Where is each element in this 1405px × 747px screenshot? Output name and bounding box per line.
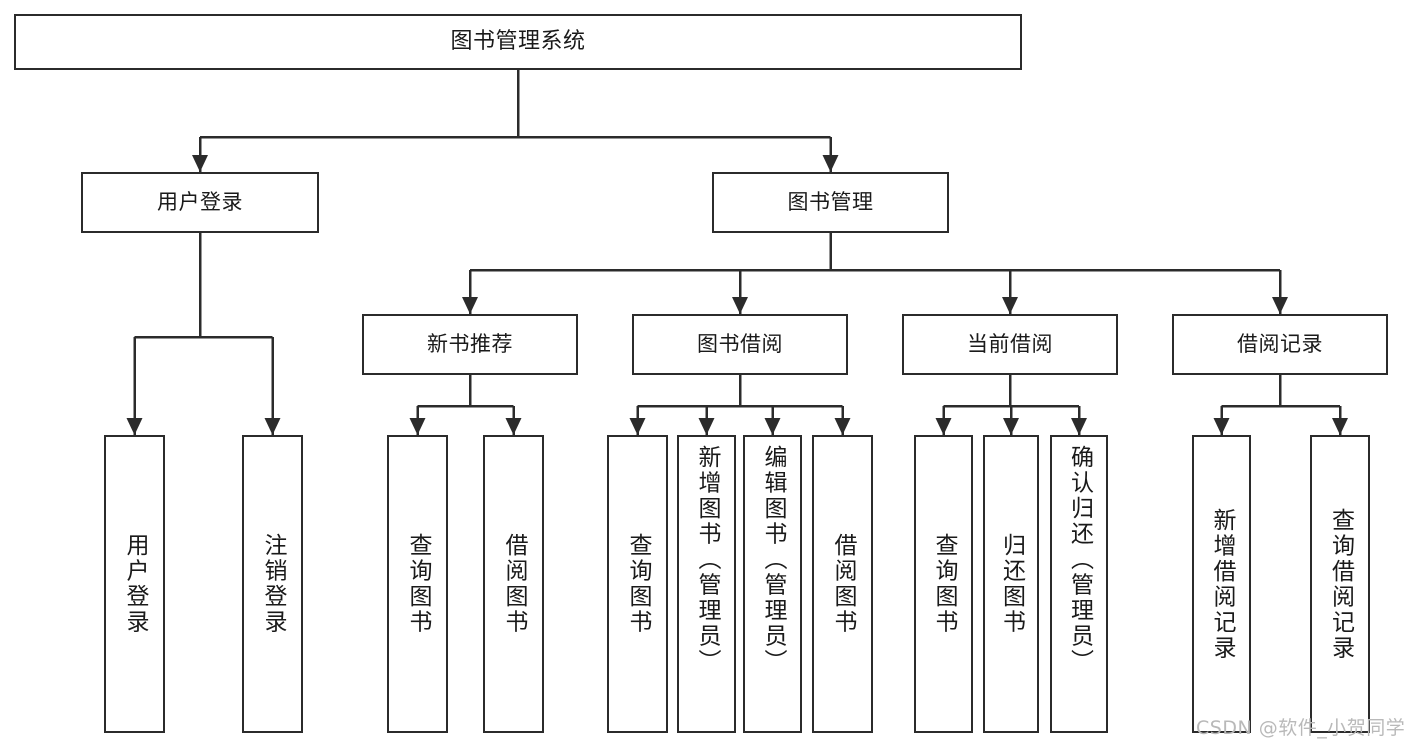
node-label: 查询借阅记录 — [1327, 507, 1354, 661]
node-label: 借阅记录 — [1237, 331, 1323, 356]
node-borrow[interactable]: 图书借阅 — [632, 314, 848, 375]
node-label: 用户登录 — [122, 533, 148, 635]
arrowhead-icon — [1213, 418, 1230, 435]
arrowhead-icon — [822, 155, 839, 172]
node-l-qbook3[interactable]: 查询图书 — [914, 435, 973, 733]
arrowhead-icon — [505, 418, 522, 435]
arrowhead-icon — [126, 418, 143, 435]
node-l-bbook2[interactable]: 借阅图书 — [812, 435, 873, 733]
arrowhead-icon — [462, 297, 478, 314]
node-l-logout[interactable]: 注销登录 — [242, 435, 303, 733]
node-label: 新增借阅记录 — [1209, 507, 1235, 661]
node-newbook[interactable]: 新书推荐 — [362, 314, 578, 375]
node-label: 新增图书（管理员） — [694, 445, 720, 675]
arrowhead-icon — [409, 418, 426, 435]
node-root[interactable]: 图书管理系统 — [14, 14, 1022, 70]
arrowhead-icon — [1071, 418, 1087, 435]
node-label: 图书借阅 — [697, 331, 783, 356]
arrowhead-icon — [698, 418, 715, 435]
node-label: 图书管理 — [787, 189, 874, 214]
node-label: 借阅图书 — [830, 533, 856, 635]
arrowhead-icon — [192, 155, 208, 172]
node-l-editbook[interactable]: 编辑图书（管理员） — [743, 435, 802, 733]
watermark: CSDN @软件_小贺同学 — [1196, 717, 1405, 739]
arrowhead-icon — [629, 418, 646, 435]
node-l-qbook2[interactable]: 查询图书 — [607, 435, 668, 733]
node-label: 查询图书 — [931, 533, 957, 635]
node-label: 当前借阅 — [967, 331, 1053, 356]
arrowhead-icon — [935, 418, 952, 435]
node-label: 图书管理系统 — [450, 28, 586, 54]
node-label: 注销登录 — [260, 533, 286, 635]
arrowhead-icon — [834, 418, 851, 435]
node-l-qrec[interactable]: 查询借阅记录 — [1310, 435, 1370, 733]
node-l-confirm[interactable]: 确认归还（管理员） — [1050, 435, 1108, 733]
arrowhead-icon — [732, 297, 748, 314]
node-l-bbook1[interactable]: 借阅图书 — [483, 435, 544, 733]
node-label: 查询图书 — [405, 533, 431, 635]
node-label: 查询图书 — [625, 533, 651, 635]
node-label: 新书推荐 — [427, 331, 513, 356]
arrowhead-icon — [1003, 418, 1019, 435]
node-label: 借阅图书 — [501, 533, 527, 635]
node-l-addbook[interactable]: 新增图书（管理员） — [677, 435, 736, 733]
node-records[interactable]: 借阅记录 — [1172, 314, 1388, 375]
node-login[interactable]: 用户登录 — [81, 172, 319, 233]
node-current[interactable]: 当前借阅 — [902, 314, 1118, 375]
arrowhead-icon — [764, 418, 781, 435]
node-label: 归还图书 — [998, 533, 1025, 635]
node-label: 用户登录 — [157, 189, 243, 214]
arrowhead-icon — [1332, 418, 1348, 435]
node-label: 确认归还（管理员） — [1066, 445, 1093, 675]
node-l-qbook1[interactable]: 查询图书 — [387, 435, 448, 733]
node-l-login[interactable]: 用户登录 — [104, 435, 165, 733]
node-l-return[interactable]: 归还图书 — [983, 435, 1039, 733]
node-l-addrec[interactable]: 新增借阅记录 — [1192, 435, 1251, 733]
node-label: 编辑图书（管理员） — [760, 445, 786, 675]
arrowhead-icon — [1272, 297, 1288, 314]
arrowhead-icon — [264, 418, 281, 435]
node-bookmgmt[interactable]: 图书管理 — [712, 172, 949, 233]
arrowhead-icon — [1002, 297, 1018, 314]
